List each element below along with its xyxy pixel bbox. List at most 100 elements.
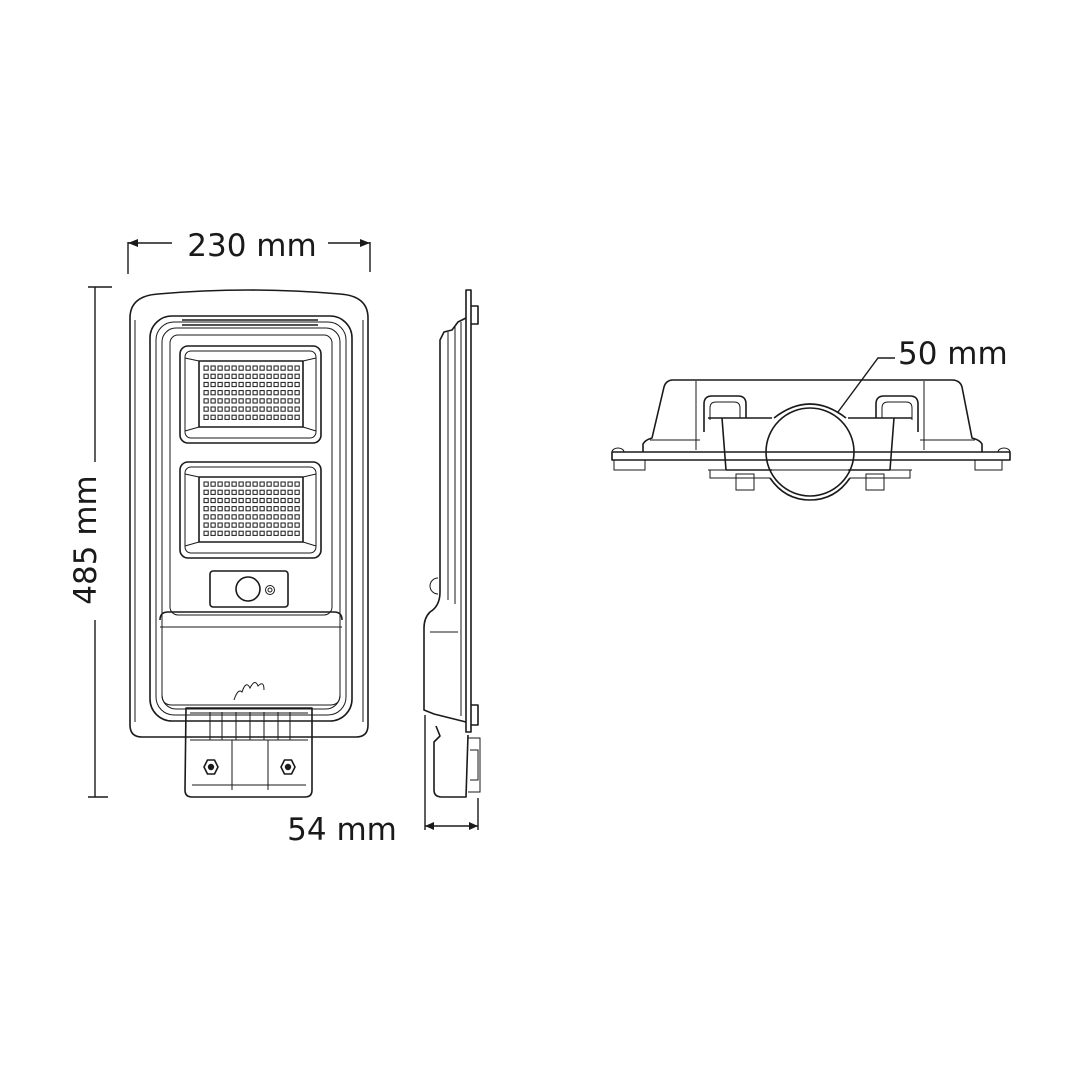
led-chip (252, 522, 258, 528)
led-chip (245, 514, 251, 520)
led-chip (266, 406, 272, 412)
led-chip (259, 373, 265, 379)
led-chip (231, 530, 237, 536)
led-chip (294, 481, 300, 487)
led-chip (224, 381, 230, 388)
led-chip (203, 365, 209, 371)
led-chip (273, 481, 279, 487)
led-chip (266, 514, 272, 520)
led-chip (245, 381, 251, 388)
led-chip (287, 481, 293, 487)
led-chip (217, 481, 223, 487)
led-chip (266, 522, 272, 528)
led-chip (287, 414, 293, 420)
led-chip (280, 530, 286, 536)
led-chip (224, 373, 230, 379)
led-chip (287, 514, 293, 520)
led-chip (224, 398, 230, 404)
led-chip (210, 481, 216, 487)
sun-icon (233, 682, 265, 701)
led-chip (252, 365, 258, 371)
led-chip (224, 365, 230, 371)
led-grid (203, 481, 300, 536)
led-chip (210, 506, 216, 512)
led-chip (287, 390, 293, 396)
led-chip (266, 530, 272, 536)
led-chip (294, 381, 300, 388)
led-chip (287, 489, 293, 495)
led-chip (273, 497, 279, 504)
led-chip (273, 489, 279, 495)
led-chip (280, 398, 286, 404)
led-chip (203, 506, 209, 512)
led-chip (224, 406, 230, 412)
led-chip (203, 514, 209, 520)
led-chip (266, 373, 272, 379)
led-chip (266, 497, 272, 504)
led-chip (217, 365, 223, 371)
pole-diameter-label: 50 mm (898, 336, 1008, 372)
led-chip (280, 522, 286, 528)
led-chip (252, 373, 258, 379)
led-chip (252, 398, 258, 404)
led-chip (259, 481, 265, 487)
led-chip (203, 530, 209, 536)
led-chip (203, 390, 209, 396)
led-chip (294, 530, 300, 536)
led-chip (287, 365, 293, 371)
led-chip (238, 398, 244, 404)
led-chip (203, 497, 209, 504)
led-chip (287, 497, 293, 504)
led-chip (203, 373, 209, 379)
led-panel-top (179, 345, 322, 444)
led-chip (210, 414, 216, 420)
led-chip (217, 390, 223, 396)
led-chip (280, 390, 286, 396)
led-chip (210, 522, 216, 528)
led-chip (294, 497, 300, 504)
led-chip (294, 373, 300, 379)
led-chip (259, 497, 265, 504)
led-chip (287, 398, 293, 404)
led-chip (273, 381, 279, 388)
led-chip (238, 481, 244, 487)
motion-sensor (209, 570, 289, 608)
led-chip (287, 522, 293, 528)
led-chip (259, 406, 265, 412)
led-chip (210, 390, 216, 396)
led-chip (238, 522, 244, 528)
led-chip (252, 406, 258, 412)
led-chip (203, 522, 209, 528)
led-chip (266, 365, 272, 371)
led-chip (273, 530, 279, 536)
led-chip (245, 489, 251, 495)
led-grid (203, 365, 300, 420)
led-chip (231, 390, 237, 396)
led-chip (245, 481, 251, 487)
pole-mount-view: 50 mm (611, 336, 1011, 501)
led-chip (210, 530, 216, 536)
led-chip (294, 514, 300, 520)
led-chip (231, 373, 237, 379)
led-chip (224, 414, 230, 420)
led-chip (238, 530, 244, 536)
led-chip (245, 530, 251, 536)
led-chip (203, 406, 209, 412)
led-chip (217, 489, 223, 495)
led-chip (259, 365, 265, 371)
led-chip (238, 381, 244, 388)
led-chip (203, 398, 209, 404)
led-chip (210, 489, 216, 495)
led-chip (231, 414, 237, 420)
led-chip (287, 381, 293, 388)
led-chip (259, 514, 265, 520)
led-chip (224, 514, 230, 520)
led-chip (280, 481, 286, 487)
led-chip (287, 506, 293, 512)
led-chip (238, 506, 244, 512)
height-dimension: 485 mm (68, 286, 112, 798)
led-chip (231, 489, 237, 495)
led-chip (294, 522, 300, 528)
led-chip (203, 414, 209, 420)
